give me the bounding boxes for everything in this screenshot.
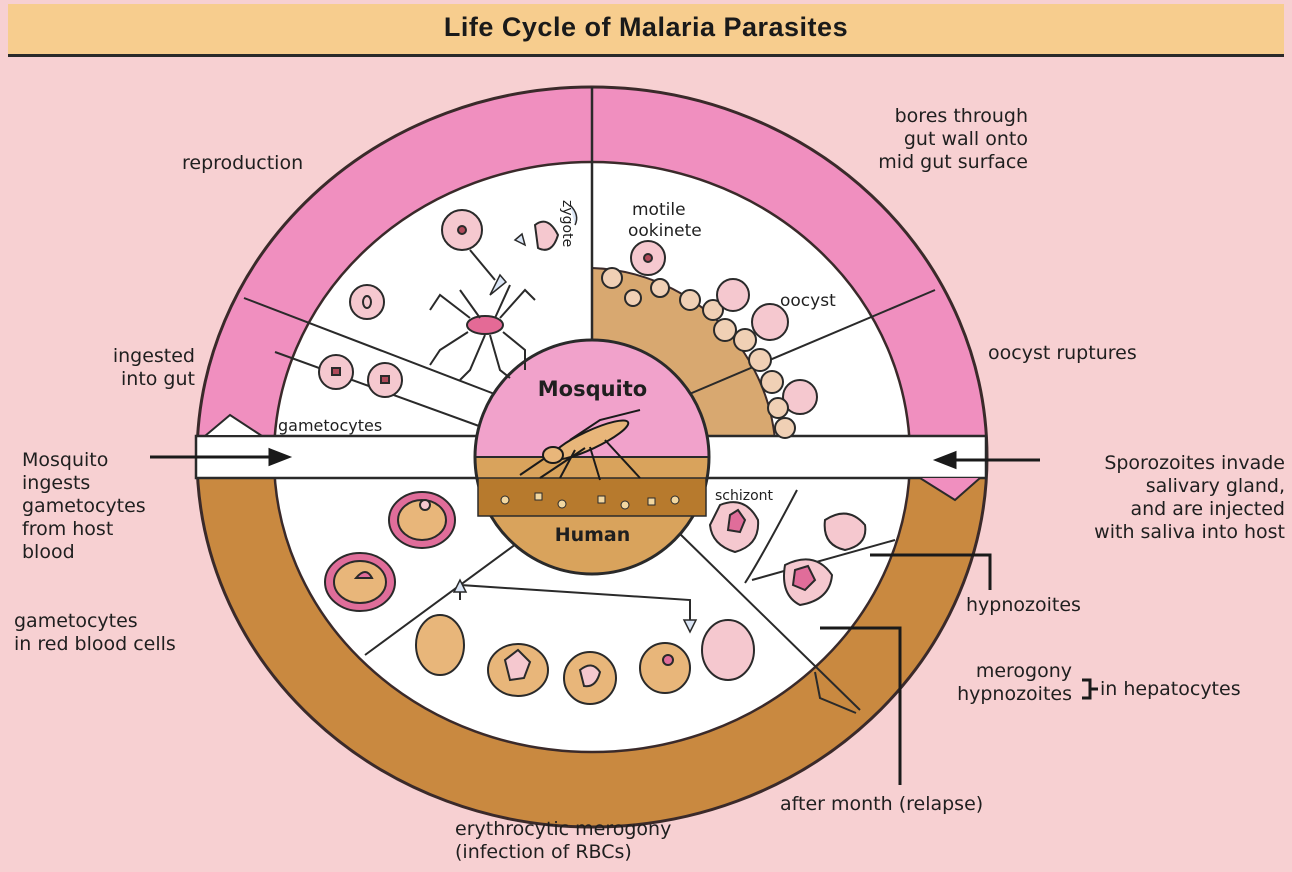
ingests-line-3: gametocytes	[22, 495, 146, 518]
bores-line-3: mid gut surface	[800, 151, 1028, 174]
label-zygote: zygote	[555, 200, 578, 247]
ingests-line-2: ingests	[22, 472, 146, 495]
sporozoites-line-2: salivary gland,	[1030, 475, 1285, 498]
label-merogony-hypnozoites: merogony hypnozoites	[900, 660, 1072, 706]
label-bores-through: bores through gut wall onto mid gut surf…	[800, 105, 1028, 174]
label-after-month: after month (relapse)	[780, 793, 983, 816]
label-sporozoites: Sporozoites invade salivary gland, and a…	[1030, 452, 1285, 544]
center-label-mosquito: Mosquito	[520, 378, 665, 401]
label-ingested-into-gut: ingested into gut	[70, 345, 195, 391]
ingests-line-5: blood	[22, 541, 146, 564]
sporozoites-line-1: Sporozoites invade	[1030, 452, 1285, 475]
bores-line-1: bores through	[800, 105, 1028, 128]
label-oocyst: oocyst	[780, 290, 836, 313]
ingests-line-1: Mosquito	[22, 449, 146, 472]
gametocytes-rbc-line-1: gametocytes	[14, 610, 176, 633]
label-gametocytes-rbc: gametocytes in red blood cells	[14, 610, 176, 656]
hypnozoites-line: hypnozoites	[900, 683, 1072, 706]
ingests-line-4: from host	[22, 518, 146, 541]
label-oocyst-ruptures: oocyst ruptures	[988, 342, 1137, 365]
erythrocytic-line-2: (infection of RBCs)	[455, 841, 671, 864]
gametocytes-rbc-line-2: in red blood cells	[14, 633, 176, 656]
label-in-hepatocytes: in hepatocytes	[1100, 678, 1241, 701]
label-gametocytes: gametocytes	[278, 414, 382, 437]
ingested-line-1: ingested	[70, 345, 195, 368]
merogony-line: merogony	[900, 660, 1072, 683]
erythrocytic-line-1: erythrocytic merogony	[455, 818, 671, 841]
label-motile-ookinete: motile ookinete	[628, 200, 702, 242]
ookinete-line: ookinete	[628, 221, 702, 242]
ingested-line-2: into gut	[70, 368, 195, 391]
motile-line: motile	[628, 200, 702, 221]
sporozoites-line-4: with saliva into host	[1030, 521, 1285, 544]
bores-line-2: gut wall onto	[800, 128, 1028, 151]
center-label-human: Human	[520, 524, 665, 547]
label-mosquito-ingests: Mosquito ingests gametocytes from host b…	[22, 449, 146, 564]
label-hypnozoites: hypnozoites	[966, 594, 1081, 617]
label-erythrocytic-merogony: erythrocytic merogony (infection of RBCs…	[455, 818, 671, 864]
label-reproduction: reproduction	[182, 152, 303, 175]
sporozoites-line-3: and are injected	[1030, 498, 1285, 521]
label-schizont: schizont	[715, 485, 773, 508]
